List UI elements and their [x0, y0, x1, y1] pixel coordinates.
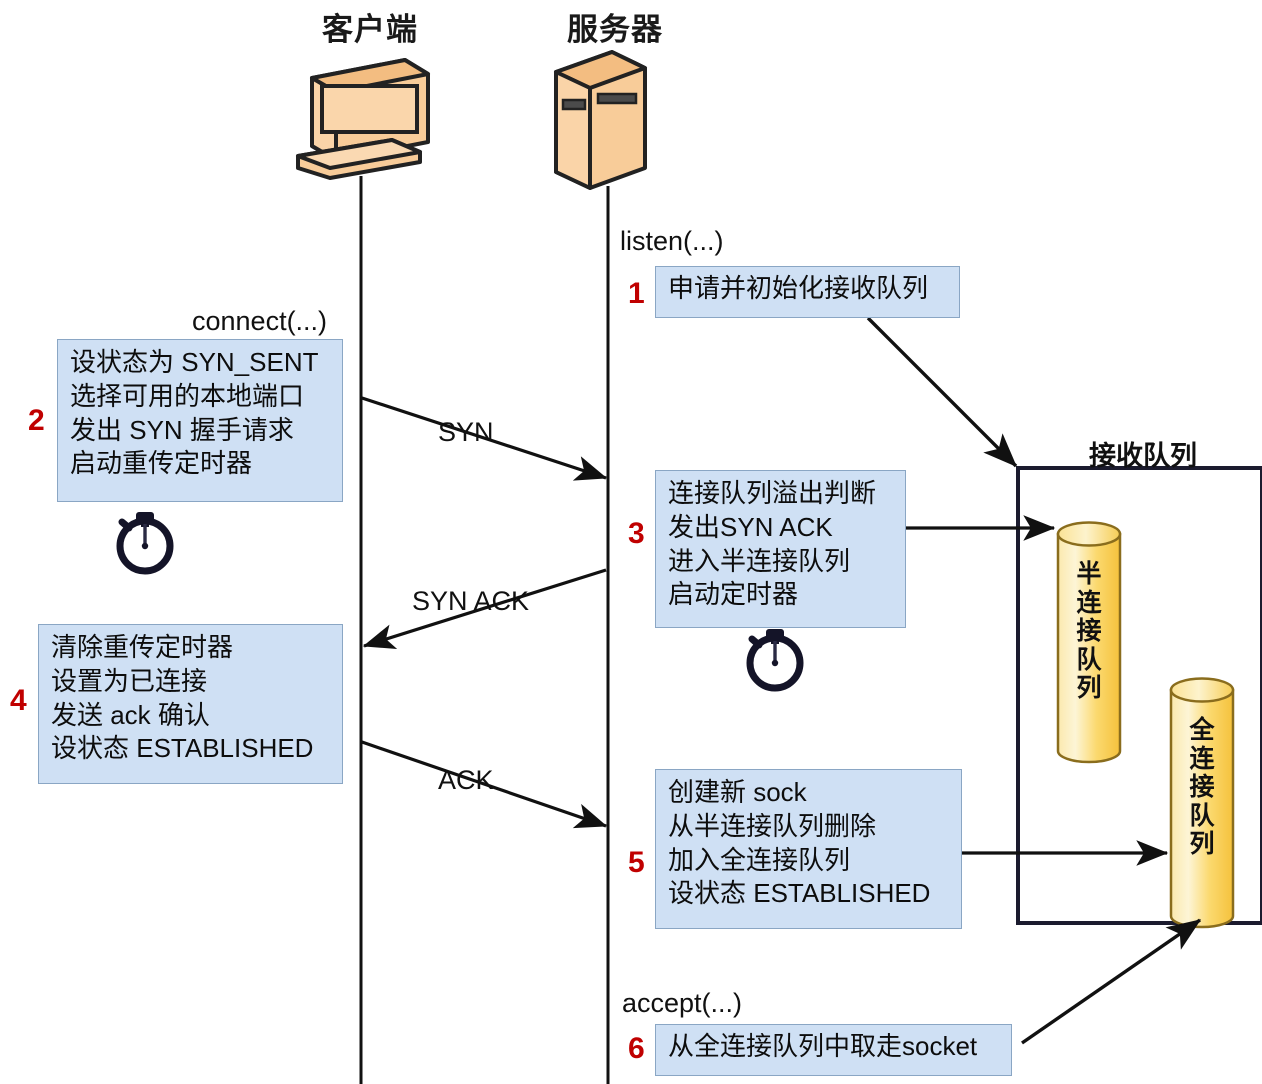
server-title: 服务器	[567, 12, 663, 47]
server-icon	[554, 50, 647, 190]
step-number-4: 4	[10, 684, 27, 717]
syn-message-label: SYN	[438, 417, 494, 447]
connect-call-label: connect(...)	[192, 306, 328, 336]
receive-queue-container	[1016, 466, 1262, 925]
full-connection-queue-label: 全 连 接 队 列	[1189, 716, 1215, 858]
ack-message-label: ACK	[438, 765, 494, 795]
step-box-1[interactable]: 申请并初始化接收队列	[655, 266, 960, 318]
step6-to-full-queue-arrow	[1021, 918, 1202, 1045]
step-number-6: 6	[628, 1032, 645, 1065]
step-box-3[interactable]: 连接队列溢出判断 发出SYN ACK 进入半连接队列 启动定时器	[655, 470, 906, 628]
step-box-6[interactable]: 从全连接队列中取走socket	[655, 1024, 1012, 1076]
step-number-5: 5	[628, 846, 645, 879]
step-number-3: 3	[628, 517, 645, 550]
server-timer-icon	[746, 629, 804, 692]
syn-ack-message-label: SYN ACK	[412, 586, 530, 616]
step-box-2[interactable]: 设状态为 SYN_SENT 选择可用的本地端口 发出 SYN 握手请求 启动重传…	[57, 339, 343, 502]
receive-queue-label: 接收队列	[1089, 441, 1197, 471]
client-computer-icon	[296, 58, 430, 180]
step1-to-queue-arrow	[866, 316, 1018, 468]
step-box-5[interactable]: 创建新 sock 从半连接队列删除 加入全连接队列 设状态 ESTABLISHE…	[655, 769, 962, 929]
half-connection-queue-label: 半 连 接 队 列	[1076, 560, 1102, 702]
accept-call-label: accept(...)	[622, 988, 743, 1018]
retransmission-timer-icon	[116, 512, 174, 575]
client-title: 客户端	[322, 12, 418, 47]
listen-call-label: listen(...)	[620, 226, 724, 256]
step-number-2: 2	[28, 404, 45, 437]
step-box-4[interactable]: 清除重传定时器 设置为已连接 发送 ack 确认 设状态 ESTABLISHED	[38, 624, 343, 784]
step-number-1: 1	[628, 277, 645, 310]
